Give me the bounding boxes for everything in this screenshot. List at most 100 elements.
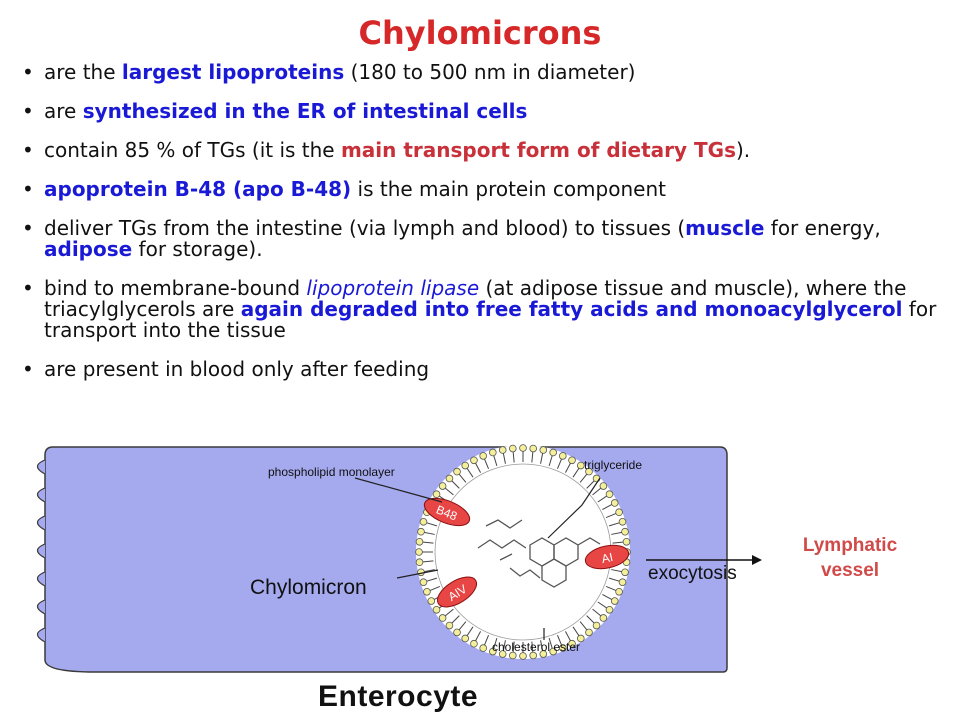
chylomicron-core	[434, 463, 612, 641]
bullet-list: •are the largest lipoproteins (180 to 50…	[18, 62, 948, 398]
exocytosis-arrow	[646, 555, 762, 565]
bullet-text-segment: main transport form of dietary TGs	[340, 138, 736, 162]
lipid-head	[479, 452, 488, 460]
lipid-head	[470, 456, 478, 465]
lipid-head	[417, 527, 425, 536]
lipid-head	[615, 508, 623, 517]
bullet-text-segment: for storage).	[132, 237, 263, 261]
lipid-head	[558, 644, 567, 652]
bullet-text-segment: (180 to 500 nm in diameter)	[344, 60, 636, 84]
lymphatic-label-line2: vessel	[820, 560, 880, 581]
lymphatic-label-line1: Lymphatic	[802, 535, 898, 556]
bullet-dot-icon: •	[22, 216, 34, 240]
lipid-head	[419, 518, 428, 526]
bullet-dot-icon: •	[22, 357, 34, 381]
lipid-head	[519, 652, 527, 660]
bullet-text-segment: synthesized in the ER of intestinal cell…	[82, 99, 528, 123]
lipid-head	[618, 578, 627, 586]
bullet-text-segment: bind to membrane-bound	[44, 276, 307, 300]
lipid-head	[585, 628, 593, 637]
lipid-head	[599, 482, 608, 490]
bullet-item: •apoprotein B-48 (apo B-48) is the main …	[18, 179, 948, 200]
lipid-head	[592, 621, 601, 630]
bullet-text-segment: apoprotein B-48 (apo B-48)	[44, 177, 352, 201]
bullet-text-segment: lipoprotein lipase	[306, 276, 480, 300]
lipid-head	[423, 587, 431, 596]
bullet-item: • are present in blood only after feeding	[18, 359, 948, 380]
exocytosis-label: exocytosis	[648, 563, 737, 584]
bullet-text-segment: (at adipose tissue and muscle), where th…	[44, 276, 907, 321]
bullet-text-segment: for energy,	[764, 216, 881, 240]
lipid-head	[529, 651, 537, 660]
lipid-head	[621, 568, 629, 577]
bullet-item: •deliver TGs from the intestine (via lym…	[18, 218, 948, 260]
lipid-head	[621, 527, 629, 536]
bullet-dot-icon: •	[22, 60, 34, 84]
lipid-head	[592, 474, 601, 483]
lipid-head	[529, 444, 537, 453]
lipid-head	[453, 467, 461, 476]
lipid-head	[576, 461, 585, 470]
lymphatic-vessel-label: Lymphatic vessel	[790, 533, 910, 583]
lipid-head	[618, 518, 627, 526]
leader-lines	[354, 477, 601, 640]
enterocyte-label: Enterocyte	[318, 680, 479, 713]
lipid-head	[568, 456, 576, 465]
lipid-head	[576, 634, 585, 643]
bullet-text-segment: again degraded into free fatty acids and…	[240, 297, 903, 321]
lipid-head	[489, 647, 497, 656]
microvilli	[36, 459, 46, 643]
chylomicron-label: Chylomicron	[250, 576, 367, 599]
lipid-head	[419, 578, 428, 586]
lipid-head	[585, 467, 593, 476]
lipid-head	[438, 614, 447, 622]
bullet-text-segment: are present in blood only after feeding	[44, 357, 430, 381]
lipid-head	[415, 558, 424, 566]
lipid-head	[610, 499, 619, 507]
lipid-head	[498, 446, 507, 454]
bullet-dot-icon: •	[22, 99, 34, 123]
lipid-head	[549, 647, 557, 656]
lipid-head	[427, 597, 436, 605]
cholesterol-ester-label: cholesterol ester	[492, 640, 580, 654]
lipid-head	[432, 490, 441, 499]
lipid-head	[498, 650, 507, 658]
bullet-text-segment: are the	[44, 60, 122, 84]
slide-title: Chylomicrons	[358, 14, 602, 52]
lipid-head	[605, 490, 614, 499]
bullet-text-segment: ).	[736, 138, 751, 162]
triglyceride-molecule	[477, 519, 527, 561]
lipid-head	[568, 639, 576, 648]
bullet-text-segment: contain 85 % of TGs (it is the	[44, 138, 341, 162]
lipid-head	[432, 605, 441, 614]
lipid-head	[539, 446, 548, 454]
apo-ai: AI	[584, 544, 630, 570]
lipid-head	[438, 482, 447, 490]
bullet-text-segment: are	[44, 99, 83, 123]
lipid-head	[509, 651, 517, 660]
bullet-text-segment: for transport into the tissue	[44, 297, 937, 342]
bullet-item: •bind to membrane-bound lipoprotein lipa…	[18, 278, 948, 341]
lipid-head	[605, 605, 614, 614]
phospholipid-monolayer-label: phospholipid monolayer	[268, 465, 395, 479]
bullet-item: • contain 85 % of TGs (it is the main tra…	[18, 140, 948, 161]
lipid-head	[415, 548, 423, 556]
apo-aiv: AIV	[436, 576, 478, 608]
bullet-dot-icon: •	[22, 138, 34, 162]
ai-label: AI	[600, 550, 614, 566]
lipid-head	[519, 444, 527, 452]
triglyceride-label: triglyceride	[584, 458, 642, 472]
lipid-head	[622, 538, 631, 546]
lipid-head	[509, 444, 517, 453]
lipid-head	[489, 448, 497, 457]
lipid-head	[453, 628, 461, 637]
lipid-head	[558, 452, 567, 460]
lipid-head	[470, 639, 478, 648]
lipid-head	[445, 621, 454, 630]
cholesterol-ester-molecule	[509, 537, 601, 588]
bullet-item: •are the largest lipoproteins (180 to 50…	[18, 62, 948, 83]
bullet-dot-icon: •	[22, 177, 34, 201]
bullet-item: • are synthesized in the ER of intestinal…	[18, 101, 948, 122]
bullet-text-segment: adipose	[44, 237, 133, 261]
apo-b48: B48	[423, 497, 471, 527]
